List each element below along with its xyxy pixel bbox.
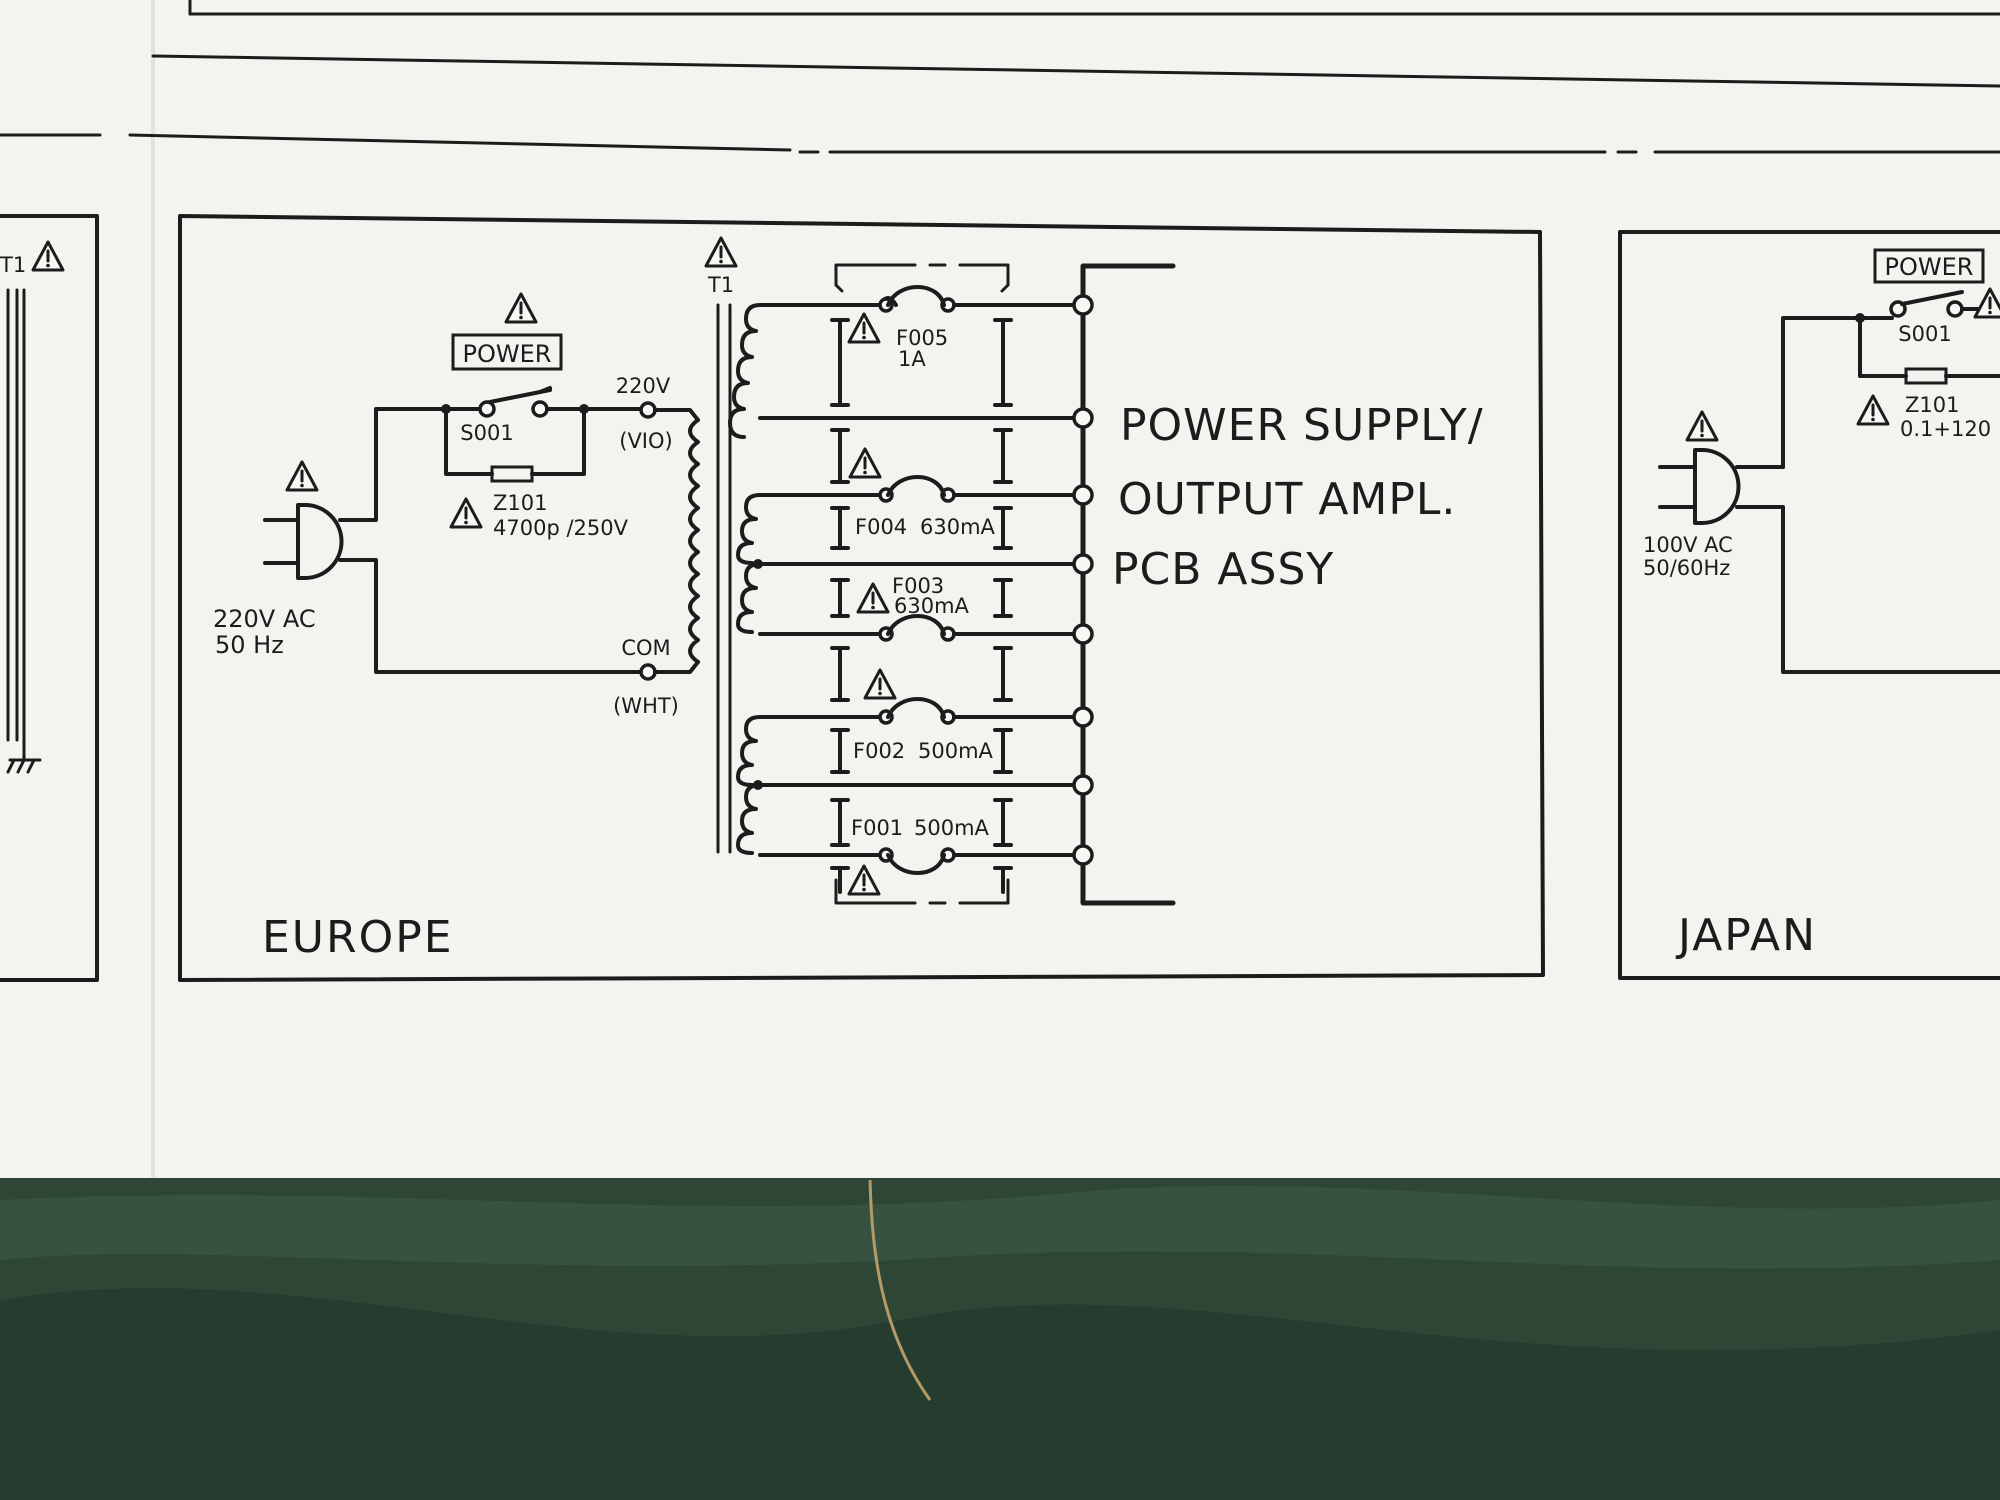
tap-com-wire-label: (WHT) (613, 694, 679, 718)
fuse-f005-rating: 1A (898, 347, 926, 371)
switch-id-label: S001 (460, 421, 513, 445)
input-frequency-label: 50 Hz (215, 631, 284, 659)
board-label-line1: POWER SUPPLY/ (1120, 400, 1484, 451)
europe-panel: EUROPE 220V AC 50 Hz POWER S001 (178, 214, 1545, 982)
input-voltage-label: 220V AC (213, 605, 316, 633)
power-label: POWER (463, 340, 552, 368)
ac-plug (263, 460, 344, 580)
japan-ac-plug (1658, 410, 2000, 674)
board-label-line3: PCB ASSY (1112, 544, 1334, 595)
capacitor-id-label: Z101 (493, 491, 547, 515)
fuse-f005-id: F005 (896, 326, 948, 350)
tap-com-terminal (639, 663, 657, 681)
fuse-f001-rating: 500mA (914, 816, 990, 840)
fuse-f004-rating: 630mA (920, 515, 996, 539)
top-border-lines (0, 0, 2000, 154)
tap-220v-label: 220V (616, 374, 671, 398)
fuse-f001-id: F001 (851, 816, 903, 840)
tap-220v-wire-label: (VIO) (619, 429, 672, 453)
fuse-f002-id: F002 (853, 739, 905, 763)
secondary-wiring (758, 285, 1084, 875)
japan-switch-id-label: S001 (1898, 322, 1951, 346)
capacitor-z101 (444, 407, 586, 483)
shield-brackets (830, 263, 1013, 905)
board-label-line2: OUTPUT AMPL. (1118, 474, 1456, 525)
tap-com-label: COM (621, 636, 670, 660)
thread (868, 1179, 932, 1401)
fuse-f004-id: F004 (855, 515, 907, 539)
power-switch (441, 386, 589, 418)
fuse-f003-rating: 630mA (894, 594, 970, 618)
fuse-f003-id: F003 (892, 574, 944, 598)
transformer-id-label: T1 (707, 273, 734, 297)
japan-power-label-box (1873, 248, 1985, 284)
left-transformer-label: T1 (0, 253, 26, 277)
japan-capacitor-value-label: 0.1+120 (1900, 417, 1991, 441)
transformer-secondaries (728, 303, 763, 855)
japan-panel: JAPAN POWER S001 Z101 0.1+120 (1618, 230, 2000, 980)
region-label-japan: JAPAN (1675, 910, 1817, 961)
fuse-f002-rating: 500mA (918, 739, 994, 763)
power-label-box (451, 333, 563, 371)
region-label-europe: EUROPE (262, 912, 454, 963)
japan-power-label: POWER (1885, 253, 1974, 281)
left-panel-fragment: T1 (0, 214, 99, 982)
transformer-core (716, 303, 732, 854)
japan-power-switch (1781, 290, 2000, 469)
japan-input-voltage-label: 100V AC (1643, 533, 1733, 557)
output-connector (1072, 263, 1176, 906)
paper-sheet (0, 0, 2000, 1178)
transformer-primary (653, 408, 700, 674)
tap-220v-terminal (639, 401, 657, 419)
japan-capacitor-id-label: Z101 (1905, 393, 1959, 417)
capacitor-value-label: 4700p /250V (493, 516, 629, 540)
japan-input-frequency-label: 50/60Hz (1643, 556, 1730, 580)
